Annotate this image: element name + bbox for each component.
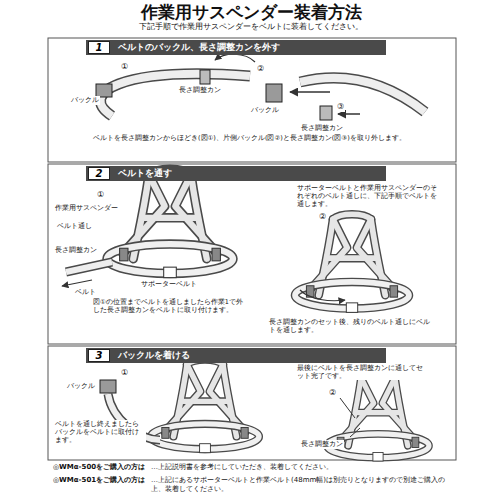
callout-number: ① xyxy=(120,368,129,378)
panel-frame xyxy=(48,346,456,460)
part-name: ベルト xyxy=(74,288,97,297)
step-number: 3 xyxy=(88,349,110,362)
step-number: 1 xyxy=(88,41,110,54)
suspender-figure xyxy=(151,360,259,453)
step-heading: ベルトのバックル、長さ調整カンを外す xyxy=(118,42,280,52)
purchase-note-head: ◎WMα-500をご購入の方は xyxy=(52,463,146,472)
purchase-note: …上記説明書を参考にしていただき、装着してください。 xyxy=(150,463,452,472)
step-digit: 2 xyxy=(96,168,103,179)
purchase-note-head: ◎WMα-501をご購入の方は xyxy=(52,476,146,485)
callout-number: ① xyxy=(96,190,105,200)
parts-figure xyxy=(266,78,425,120)
callout-number: ② xyxy=(256,64,265,74)
leader-line xyxy=(350,428,360,437)
purchase-note: …上記にあるサポーターベルトと作業ベルト(48mm幅)は別売りとなりますので別途… xyxy=(150,476,452,494)
leader-line xyxy=(340,398,355,418)
belt-figure xyxy=(96,54,255,116)
panel-frame xyxy=(48,164,456,344)
suspender-figure xyxy=(295,214,409,312)
instruction-note: ベルトを長さ調整カンからほどき(図①)、片側バックル(図②)と長さ調整カン(図③… xyxy=(92,134,439,142)
step-band: バックルを着ける 3 xyxy=(86,348,386,363)
step-digit: 3 xyxy=(96,350,103,361)
callout-number: ② xyxy=(328,388,337,398)
step-band: ベルトを通す 2 xyxy=(86,166,386,181)
instruction-note: ベルトを通し終えましたらバックルをベルトに取付けます。 xyxy=(54,420,146,444)
instruction-note: 最後にベルトを長さ調整カンに通してセット完了です。 xyxy=(296,364,428,380)
callout-number: ② xyxy=(318,212,327,222)
part-name: サポーターベルト xyxy=(140,280,198,289)
part-name: 長さ調整カン xyxy=(300,440,344,449)
part-name: 長さ調整カン xyxy=(300,124,344,133)
part-name: 長さ調整カン xyxy=(54,246,98,255)
callout-number: ① xyxy=(120,62,129,72)
panel-frame xyxy=(48,38,456,162)
step-number: 2 xyxy=(88,167,110,180)
step-digit: 1 xyxy=(96,42,103,53)
belt-tail xyxy=(62,262,112,286)
step-heading: バックルを着ける xyxy=(118,350,190,360)
part-name: 長さ調整カン xyxy=(178,86,222,95)
guide-arrow xyxy=(300,290,345,301)
instruction-note: 長さ調整カンのセット後、残りのベルト通しにベルトを通します。 xyxy=(268,318,435,334)
callout-number: ③ xyxy=(336,102,345,112)
step-band: ベルトのバックル、長さ調整カンを外す 1 xyxy=(86,40,386,55)
suspender-figure xyxy=(107,169,233,277)
part-name: ベルト通し xyxy=(56,222,93,231)
instruction-note: 図①の位置までベルトを通しましたら作業1で外した長さ調整カンをベルトに取り付けま… xyxy=(92,298,244,314)
instruction-note: サポーターベルトと作業用サスペンダーのそれぞれのベルト通しに、下記手順でベルトを… xyxy=(296,184,438,208)
part-name: バックル xyxy=(250,106,280,115)
page-title: 作業用サスペンダー装着方法 xyxy=(0,2,500,23)
step-heading: ベルトを通す xyxy=(118,168,172,178)
subtitle: 下記手順で作業用サスペンダーをベルトに装着してください。 xyxy=(90,22,412,32)
part-name: 作業用サスペンダー xyxy=(54,204,119,213)
part-name: バックル xyxy=(70,96,100,105)
part-name: バックル xyxy=(66,382,96,391)
